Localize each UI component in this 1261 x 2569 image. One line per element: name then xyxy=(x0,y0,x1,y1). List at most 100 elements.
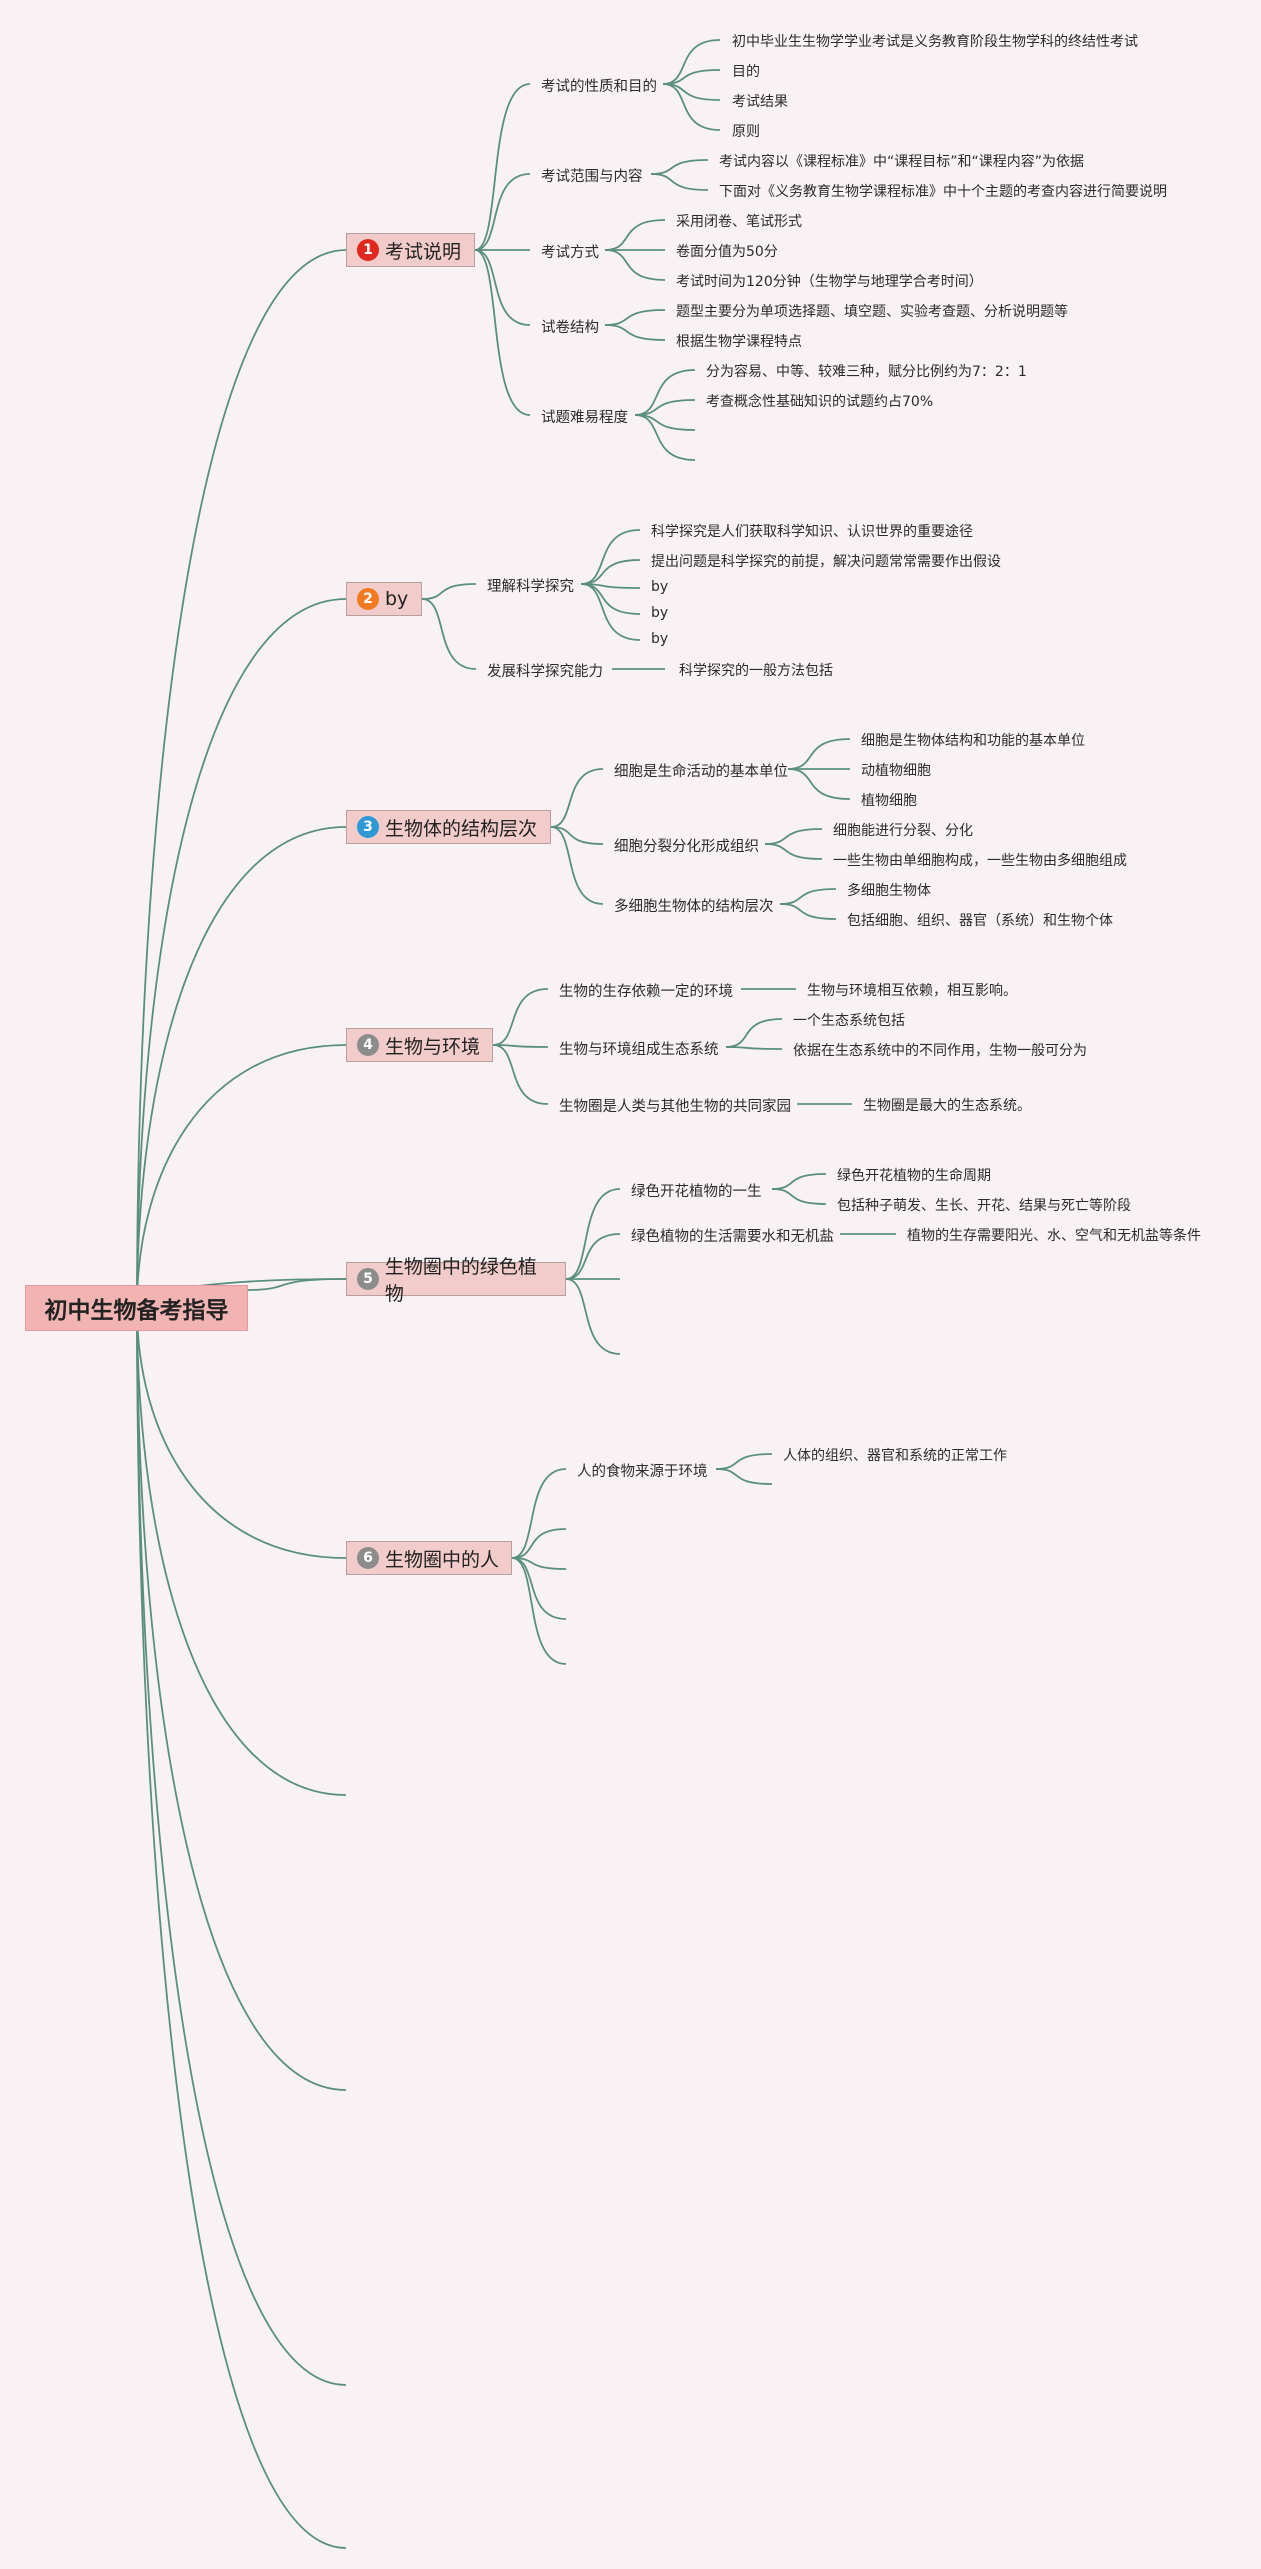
leaf: by xyxy=(651,605,669,621)
leaf: 初中毕业生生物学学业考试是义务教育阶段生物学科的终结性考试 xyxy=(732,34,1138,50)
topic-label: by xyxy=(385,588,409,610)
topic-label: 生物圈中的人 xyxy=(385,1548,500,1571)
topic-connector xyxy=(550,768,604,828)
subtopic-understand-inquiry[interactable]: 理解科学探究 xyxy=(487,579,574,595)
topic-3[interactable]: 3 生物体的结构层次 xyxy=(346,810,551,844)
leaf-connector xyxy=(787,768,851,800)
root-connector xyxy=(245,1278,347,1291)
leaf: 题型主要分为单项选择题、填空题、实验考查题、分析说明题等 xyxy=(676,304,1068,320)
subtopic-nature-purpose[interactable]: 考试的性质和目的 xyxy=(541,79,657,95)
root-connector xyxy=(136,1044,347,1308)
root-connector xyxy=(136,1306,347,1559)
leaf: 科学探究是人们获取科学知识、认识世界的重要途径 xyxy=(651,524,973,540)
topic-connector xyxy=(511,1557,567,1665)
leaf: by xyxy=(651,631,669,647)
topic-6[interactable]: 6 生物圈中的人 xyxy=(346,1541,512,1575)
topic-connector xyxy=(550,826,604,845)
root-connector xyxy=(136,1306,347,2549)
number-badge: 4 xyxy=(357,1034,379,1056)
leaf: 绿色开花植物的生命周期 xyxy=(837,1168,991,1184)
leaf: 下面对《义务教育生物学课程标准》中十个主题的考查内容进行简要说明 xyxy=(719,184,1167,200)
root-connector xyxy=(136,1306,347,2091)
topic-label: 生物体的结构层次 xyxy=(385,817,538,840)
subtopic-survival-environment[interactable]: 生物的生存依赖一定的环境 xyxy=(559,984,733,1000)
leaf-connector xyxy=(580,559,641,585)
subtopic-exam-method[interactable]: 考试方式 xyxy=(541,245,599,261)
topic-connector xyxy=(421,583,477,600)
subtopic-plant-water-minerals[interactable]: 绿色植物的生活需要水和无机盐 xyxy=(631,1229,834,1245)
number-badge: 3 xyxy=(357,816,379,838)
leaf-connector xyxy=(715,1468,773,1485)
leaf: 分为容易、中等、较难三种，赋分比例约为7：2：1 xyxy=(706,364,1027,380)
subtopic-ecosystem[interactable]: 生物与环境组成生态系统 xyxy=(559,1042,719,1058)
topic-connector xyxy=(511,1468,567,1559)
topic-connector xyxy=(511,1557,567,1570)
leaf: 卷面分值为50分 xyxy=(676,244,778,260)
subtopic-develop-inquiry[interactable]: 发展科学探究能力 xyxy=(487,664,603,680)
subtopic-cell-division[interactable]: 细胞分裂分化形成组织 xyxy=(614,839,759,855)
leaf: 考查概念性基础知识的试题约占70% xyxy=(706,394,934,410)
topic-2[interactable]: 2 by xyxy=(346,582,422,616)
leaf: 考试内容以《课程标准》中“课程目标”和“课程内容”为依据 xyxy=(719,154,1085,170)
leaf: 细胞能进行分裂、分化 xyxy=(833,823,973,839)
leaf: 包括细胞、组织、器官（系统）和生物个体 xyxy=(847,913,1113,929)
number-badge: 6 xyxy=(357,1547,379,1569)
subtopic-flowering-plant-life[interactable]: 绿色开花植物的一生 xyxy=(631,1184,762,1200)
topic-label: 生物圈中的绿色植物 xyxy=(384,1256,537,1305)
number-badge: 1 xyxy=(357,239,379,261)
subtopic-paper-structure[interactable]: 试卷结构 xyxy=(541,320,599,336)
topic-connector xyxy=(474,249,531,416)
topic-connector xyxy=(421,598,477,670)
leaf-connector xyxy=(725,1046,783,1050)
leaf-connector xyxy=(650,159,709,175)
topic-connector xyxy=(492,988,549,1046)
root-connector xyxy=(136,249,347,1308)
subtopic-human-food-source[interactable]: 人的食物来源于环境 xyxy=(577,1464,708,1480)
leaf: 人体的组织、器官和系统的正常工作 xyxy=(783,1448,1007,1464)
leaf: 根据生物学课程特点 xyxy=(676,334,802,350)
root-connector xyxy=(136,1306,347,1796)
topic-connector xyxy=(474,249,531,326)
leaf-connector xyxy=(634,369,696,416)
leaf: 考试结果 xyxy=(732,94,788,110)
topic-5[interactable]: 5 生物圈中的绿色植物 xyxy=(346,1256,566,1305)
subtopic-biosphere-home[interactable]: 生物圈是人类与其他生物的共同家园 xyxy=(559,1099,791,1115)
leaf-connector xyxy=(580,529,641,585)
number-badge: 2 xyxy=(357,588,379,610)
leaf: 提出问题是科学探究的前提，解决问题常常需要作出假设 xyxy=(651,554,1001,570)
topic-label: 考试说明 xyxy=(385,240,462,263)
leaf: 包括种子萌发、生长、开花、结果与死亡等阶段 xyxy=(837,1198,1131,1214)
topic-4[interactable]: 4 生物与环境 xyxy=(346,1028,493,1062)
leaf-connector xyxy=(604,249,666,281)
leaf-connector xyxy=(779,888,837,905)
leaf-connector xyxy=(580,583,641,641)
leaf-connector xyxy=(604,309,666,326)
leaf-connector xyxy=(764,843,823,860)
subtopic-multicellular[interactable]: 多细胞生物体的结构层次 xyxy=(614,899,774,915)
subtopic-difficulty[interactable]: 试题难易程度 xyxy=(541,410,628,426)
topic-connector xyxy=(492,1044,549,1048)
number-badge: 5 xyxy=(357,1268,379,1290)
leaf-connector xyxy=(604,324,666,341)
leaf: 考试时间为120分钟（生物学与地理学合考时间） xyxy=(676,274,983,290)
subtopic-scope-content[interactable]: 考试范围与内容 xyxy=(541,169,643,185)
leaf: 植物的生存需要阳光、水、空气和无机盐等条件 xyxy=(907,1228,1201,1244)
root-node[interactable]: 初中生物备考指导 xyxy=(25,1285,248,1331)
leaf: 原则 xyxy=(732,124,760,140)
leaf: 植物细胞 xyxy=(861,793,917,809)
leaf-connector xyxy=(715,1453,773,1470)
subtopic-cell-basic-unit[interactable]: 细胞是生命活动的基本单位 xyxy=(614,764,788,780)
leaf-connector xyxy=(634,414,696,461)
leaf: 一个生态系统包括 xyxy=(793,1013,905,1029)
topic-1[interactable]: 1 考试说明 xyxy=(346,233,475,267)
leaf: 采用闭卷、笔试形式 xyxy=(676,214,802,230)
leaf: 依据在生态系统中的不同作用，生物一般可分为 xyxy=(793,1043,1087,1059)
leaf: 生物圈是最大的生态系统。 xyxy=(863,1098,1031,1114)
leaf-connector xyxy=(725,1018,783,1048)
topic-label: 生物与环境 xyxy=(385,1035,481,1058)
topic-connector xyxy=(565,1233,621,1280)
leaf: 一些生物由单细胞构成，一些生物由多细胞组成 xyxy=(833,853,1127,869)
leaf: 科学探究的一般方法包括 xyxy=(679,663,833,679)
topic-connector xyxy=(511,1557,567,1620)
leaf-connector xyxy=(771,1188,827,1205)
